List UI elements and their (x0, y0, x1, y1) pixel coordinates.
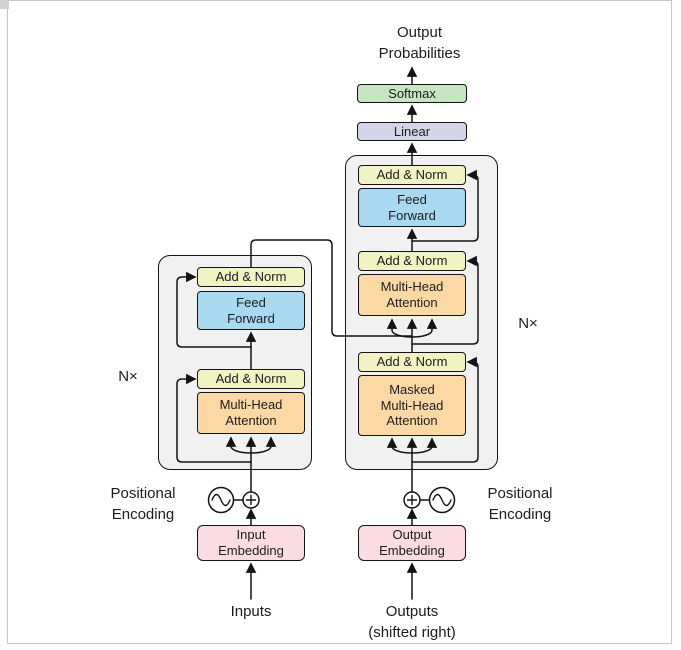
plus-circle-icon (403, 491, 421, 509)
sine-wave-icon (428, 486, 456, 514)
decoder-add-norm-middle-box: Add & Norm (358, 251, 466, 271)
decoder-feed-forward-box: Feed Forward (358, 188, 466, 227)
output-embedding-box: Output Embedding (358, 525, 466, 561)
linear-box: Linear (357, 122, 467, 141)
encoder-add-norm-top-box: Add & Norm (197, 267, 305, 287)
window-frame (7, 0, 672, 644)
sine-wave-icon (207, 486, 235, 514)
corner-accent (0, 0, 9, 9)
plus-circle-icon (242, 491, 260, 509)
decoder-add-norm-bottom-box: Add & Norm (358, 352, 466, 372)
decoder-masked-multi-head-attention-box: Masked Multi-Head Attention (358, 375, 466, 436)
decoder-multi-head-attention-box: Multi-Head Attention (358, 274, 466, 316)
encoder-multi-head-attention-box: Multi-Head Attention (197, 392, 305, 434)
output-probabilities-label: Output Probabilities (378, 24, 461, 62)
encoder-feed-forward-box: Feed Forward (197, 291, 305, 330)
decoder-add-norm-top-box: Add & Norm (358, 165, 466, 185)
outputs-label: Outputs (shifted right) (368, 603, 456, 641)
softmax-box: Softmax (357, 84, 467, 103)
encoder-container (158, 255, 312, 470)
encoder-add-norm-bottom-box: Add & Norm (197, 369, 305, 389)
positional-encoding-label-left: Positional Encoding (110, 485, 176, 523)
encoder-repeat-label: N× (118, 368, 138, 385)
inputs-label: Inputs (230, 603, 272, 620)
input-embedding-box: Input Embedding (197, 525, 305, 561)
decoder-repeat-label: N× (518, 315, 538, 332)
positional-encoding-label-right: Positional Encoding (487, 485, 553, 523)
